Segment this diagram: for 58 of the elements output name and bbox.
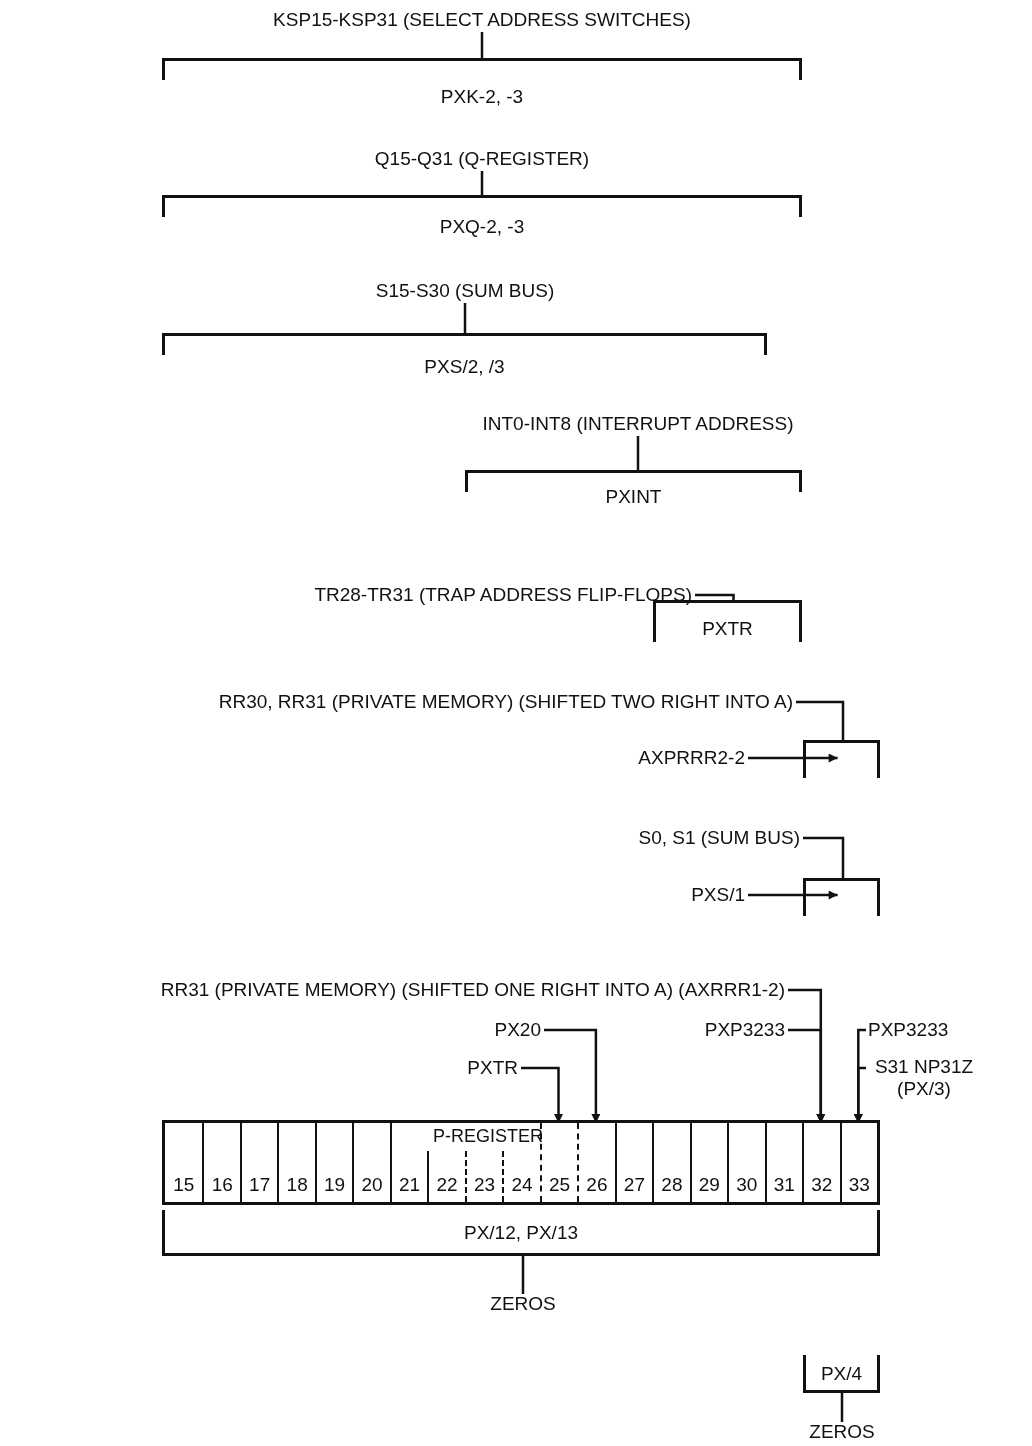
connector-line (521, 1256, 525, 1294)
bit-cell: 24 (502, 1151, 540, 1202)
connector-line (695, 593, 735, 600)
connector-line (796, 700, 845, 740)
register-box (162, 1120, 880, 1205)
signal-label: PXS/1 (691, 883, 745, 907)
bit-cell: 18 (277, 1123, 315, 1202)
arrow (544, 1028, 601, 1123)
gate-bracket: PX/12, PX/13 (162, 1210, 880, 1256)
bit-cell: 27 (614, 1123, 653, 1202)
arrow (853, 1066, 866, 1123)
signal-label: S31 NP31Z (PX/3) (868, 1056, 980, 1100)
bit-cell: 33 (839, 1123, 877, 1202)
bit-cell: 17 (239, 1123, 278, 1202)
bit-cell: 16 (202, 1123, 240, 1202)
bit-cell: 22 (427, 1151, 465, 1202)
signal-label: AXPRRR2-2 (638, 746, 745, 770)
bit-cell: 30 (727, 1123, 765, 1202)
bit-cell: 23 (464, 1151, 503, 1202)
signal-label: PXP3233 (704, 1018, 785, 1042)
signal-label: KSP15-KSP31 (SELECT ADDRESS SWITCHES) (273, 8, 691, 32)
gate-bracket (803, 740, 880, 778)
bit-cell: 20 (352, 1123, 390, 1202)
arrow (788, 1028, 826, 1123)
gate-bracket: PXS/2, /3 (162, 333, 767, 380)
gate-bracket: PX/4 (803, 1355, 880, 1393)
arrow (521, 1066, 563, 1123)
connector-line (480, 32, 484, 58)
signal-label: ZEROS (490, 1292, 556, 1316)
gate-bracket (803, 878, 880, 916)
connector-line (480, 171, 484, 195)
signal-label: RR30, RR31 (PRIVATE MEMORY) (SHIFTED TWO RIGHT INTO A) (218, 690, 793, 714)
connector-line (463, 303, 467, 333)
arrow (748, 753, 838, 763)
bit-cell: 19 (314, 1123, 353, 1202)
signal-label: INT0-INT8 (INTERRUPT ADDRESS) (482, 412, 794, 436)
gate-bracket: PXINT (465, 470, 802, 510)
signal-label: PX20 (494, 1018, 541, 1042)
connector-line (636, 436, 640, 470)
signal-label: PXP3233 (868, 1018, 949, 1042)
bit-cell: 31 (764, 1123, 803, 1202)
bit-cell: 15 (165, 1123, 203, 1202)
bit-cell: 29 (689, 1123, 728, 1202)
signal-label: PXTR (467, 1056, 518, 1080)
bit-cell: 26 (577, 1123, 615, 1202)
connector-line (840, 1393, 844, 1422)
gate-bracket: PXQ-2, -3 (162, 195, 802, 240)
gate-bracket: PXK-2, -3 (162, 58, 802, 110)
signal-label: ZEROS (809, 1420, 875, 1444)
bit-cell: 28 (652, 1123, 690, 1202)
arrow (748, 890, 838, 900)
bit-cell: 32 (802, 1123, 840, 1202)
signal-label: S0, S1 (SUM BUS) (638, 826, 800, 850)
connector-line (803, 836, 845, 878)
signal-label: RR31 (PRIVATE MEMORY) (SHIFTED ONE RIGHT INTO A) (AXRRR1-2) (160, 978, 785, 1002)
bit-cell: 21 (389, 1123, 428, 1202)
signal-label: Q15-Q31 (Q-REGISTER) (374, 147, 590, 171)
signal-label: S15-S30 (SUM BUS) (375, 279, 555, 303)
